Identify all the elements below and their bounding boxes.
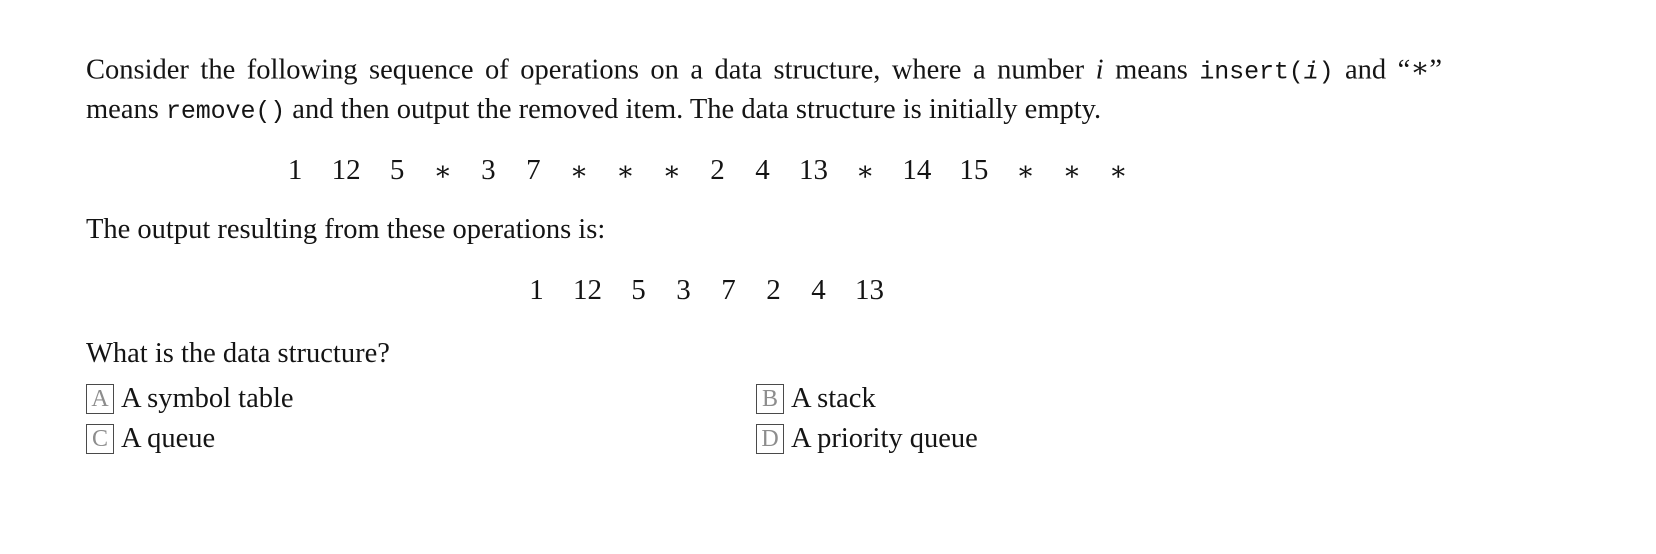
operation-token-2: 5 xyxy=(389,153,405,186)
output-token-0: 1 xyxy=(529,273,544,306)
choice-letter-box-d[interactable]: D xyxy=(756,423,784,454)
choice-letter-box-b[interactable]: B xyxy=(756,383,784,414)
prompt-text-part-4: ” means xyxy=(86,54,1442,125)
choice-option-b[interactable]: B A stack xyxy=(756,379,1396,419)
output-token-4: 7 xyxy=(721,273,736,306)
code-insert: insert(i) xyxy=(1199,58,1333,87)
code-remove: remove() xyxy=(165,96,286,126)
operation-token-15: ∗ xyxy=(1016,155,1035,186)
prompt-text-part-5: and then output the removed item. The da… xyxy=(285,93,1102,125)
prompt-text-part-3: and “ xyxy=(1333,54,1411,86)
operation-token-9: 2 xyxy=(710,153,725,186)
operation-token-11: 13 xyxy=(799,153,828,186)
choice-option-a[interactable]: A A symbol table xyxy=(86,379,756,419)
output-token-2: 5 xyxy=(631,273,646,306)
operation-token-16: ∗ xyxy=(1062,155,1082,186)
prompt-variable-i: i xyxy=(1095,54,1104,86)
choice-label-c: A queue xyxy=(121,422,216,454)
output-lead-text: The output resulting from these operatio… xyxy=(86,213,606,245)
output-token-3: 3 xyxy=(676,273,691,306)
output-token-7: 13 xyxy=(855,273,884,306)
operation-token-14: 15 xyxy=(959,153,989,186)
code-insert-paren-close: ) xyxy=(1318,57,1334,87)
output-token-1: 12 xyxy=(573,273,602,306)
code-insert-name: insert( xyxy=(1199,57,1304,87)
code-insert-argument: i xyxy=(1303,57,1319,87)
prompt-paragraph: Consider the following sequence of opera… xyxy=(86,0,1442,130)
choice-label-a: A symbol table xyxy=(121,382,294,414)
operation-token-5: 7 xyxy=(526,153,541,186)
question-text: What is the data structure? xyxy=(86,337,390,369)
choice-label-d: A priority queue xyxy=(791,422,978,454)
operation-token-1: 12 xyxy=(331,153,361,186)
choice-list: A A symbol table B A stack C A queue D A… xyxy=(86,379,1442,459)
choice-row-2: C A queue D A priority queue xyxy=(86,419,1442,459)
choice-option-d[interactable]: D A priority queue xyxy=(756,419,1396,459)
question-page: Consider the following sequence of opera… xyxy=(86,0,1446,459)
operation-token-7: ∗ xyxy=(616,155,635,186)
operation-token-12: ∗ xyxy=(856,155,875,186)
choice-row-1: A A symbol table B A stack xyxy=(86,379,1442,419)
asterisk-symbol: ∗ xyxy=(1410,53,1430,84)
choice-option-c[interactable]: C A queue xyxy=(86,419,756,459)
operation-token-3: ∗ xyxy=(433,155,452,186)
operation-token-17: ∗ xyxy=(1109,155,1128,186)
operation-token-13: 14 xyxy=(902,153,932,186)
prompt-text-part-2: means xyxy=(1103,54,1200,86)
operation-token-6: ∗ xyxy=(569,155,589,186)
operation-token-10: 4 xyxy=(755,153,770,186)
operation-token-0: 1 xyxy=(287,153,303,186)
choice-letter-box-c[interactable]: C xyxy=(86,423,114,454)
operation-token-8: ∗ xyxy=(662,155,681,186)
choice-label-b: A stack xyxy=(791,382,876,414)
output-token-5: 2 xyxy=(766,273,781,306)
output-token-6: 4 xyxy=(811,273,826,306)
prompt-text-part-1: Consider the following sequence of opera… xyxy=(86,54,1096,86)
choice-letter-box-a[interactable]: A xyxy=(86,383,114,414)
operation-token-4: 3 xyxy=(481,153,496,186)
